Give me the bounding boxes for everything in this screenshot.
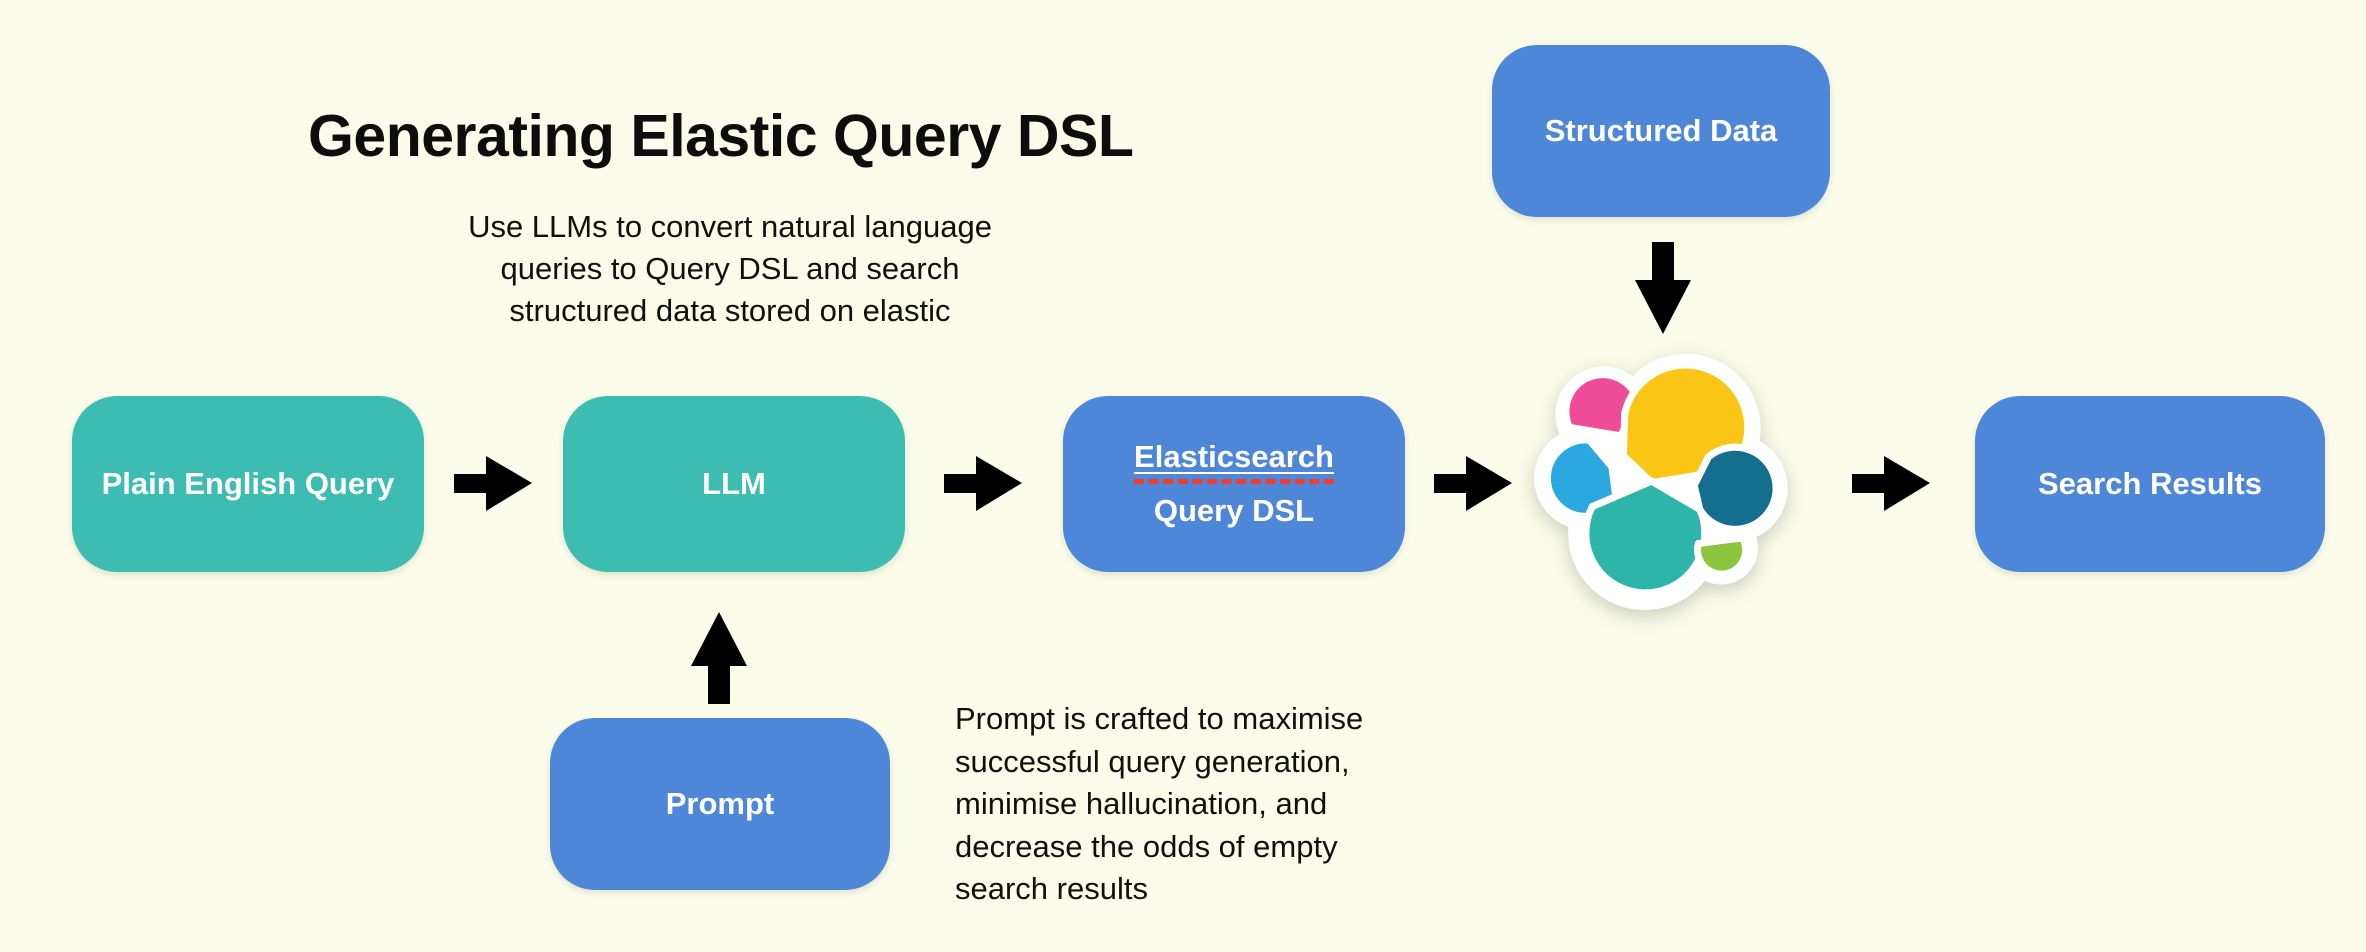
- arrow-right-icon[interactable]: [944, 452, 1024, 514]
- node-label-line2: Query DSL: [1153, 492, 1315, 528]
- node-label: Search Results: [2038, 466, 2262, 501]
- arrow-right-icon[interactable]: [454, 452, 534, 514]
- node-label: Elasticsearch Query DSL: [1134, 435, 1334, 534]
- node-llm[interactable]: LLM: [563, 396, 905, 572]
- diagram-description[interactable]: Use LLMs to convert natural language que…: [358, 206, 1102, 332]
- elasticsearch-logo[interactable]: [1527, 348, 1799, 620]
- arrow-right-icon[interactable]: [1852, 452, 1932, 514]
- prompt-note-text[interactable]: Prompt is crafted to maximise successful…: [955, 698, 1515, 911]
- node-search-results[interactable]: Search Results: [1975, 396, 2325, 572]
- node-elasticsearch-query-dsl[interactable]: Elasticsearch Query DSL: [1063, 396, 1405, 572]
- note-line: minimise hallucination, and: [955, 786, 1328, 821]
- arrow-up-icon[interactable]: [690, 612, 748, 704]
- note-line: search results: [955, 871, 1148, 906]
- description-line: Use LLMs to convert natural language: [468, 209, 992, 244]
- page-title: Generating Elastic Query DSL: [308, 102, 1134, 169]
- misspelled-word: Elasticsearch: [1134, 438, 1334, 484]
- note-line: decrease the odds of empty: [955, 828, 1338, 864]
- description-line: structured data stored on elastic: [509, 293, 951, 328]
- arrow-down-icon[interactable]: [1634, 242, 1692, 334]
- description-line: queries to Query DSL and search: [500, 251, 960, 286]
- node-label: Structured Data: [1544, 113, 1778, 148]
- node-structured-data[interactable]: Structured Data: [1492, 45, 1830, 217]
- node-label: Prompt: [665, 786, 775, 821]
- node-prompt[interactable]: Prompt: [550, 718, 890, 890]
- node-label: Plain English Query: [101, 466, 395, 501]
- node-plain-english-query[interactable]: Plain English Query: [72, 396, 424, 572]
- note-line: successful query generation,: [955, 743, 1350, 779]
- arrow-right-icon[interactable]: [1434, 452, 1514, 514]
- note-line: Prompt is crafted to maximise: [955, 701, 1364, 736]
- node-label: LLM: [702, 466, 766, 501]
